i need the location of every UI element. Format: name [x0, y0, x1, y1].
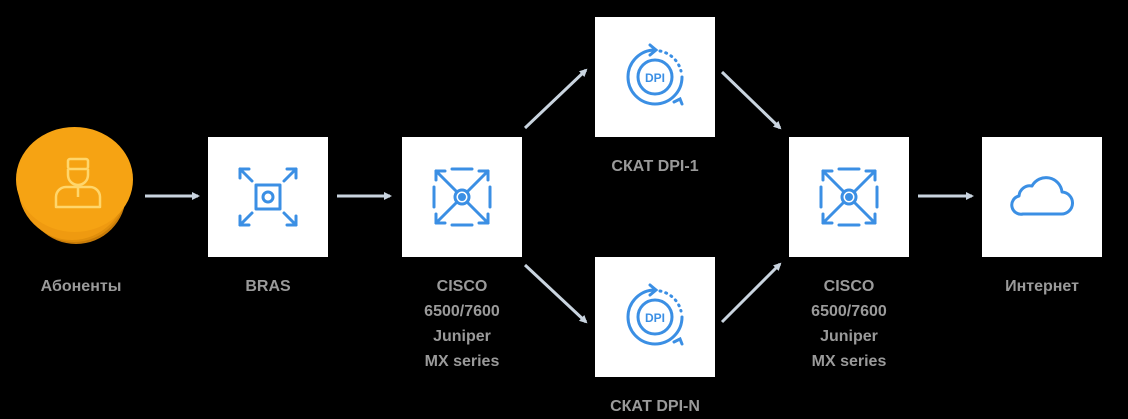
internet-label: Интернет — [1005, 278, 1079, 295]
internet-node — [982, 137, 1102, 257]
dpi-1-node: DPI — [595, 17, 715, 137]
router-icon — [819, 167, 879, 227]
bras-node — [208, 137, 328, 257]
cisco-out-line-4: MX series — [811, 353, 887, 370]
arrow-cisco-dpin — [523, 263, 588, 324]
cloud-icon — [1010, 176, 1074, 216]
dpi-icon: DPI — [626, 283, 684, 346]
cisco-in-label: CISCO 6500/7600 Juniper MX series — [402, 274, 522, 374]
arrow-cisco-dpi1 — [523, 68, 588, 130]
subscriber-coin — [16, 127, 133, 232]
dpi-1-label: СКАТ DPI-1 — [611, 158, 699, 175]
cisco-in-line-2: 6500/7600 — [424, 303, 500, 320]
cisco-out-line-3: Juniper — [820, 328, 878, 345]
user-icon — [54, 157, 102, 209]
dpi-n-badge: DPI — [645, 311, 665, 325]
router-icon — [432, 167, 492, 227]
cisco-in-line-4: MX series — [424, 353, 500, 370]
cisco-in-line-1: CISCO — [436, 278, 488, 295]
cisco-out-line-2: 6500/7600 — [811, 303, 887, 320]
arrow-dpin-cisco — [720, 262, 782, 324]
cisco-out-node — [789, 137, 909, 257]
dpi-1-badge: DPI — [645, 71, 665, 85]
dpi-n-node: DPI — [595, 257, 715, 377]
subscribers-label: Абоненты — [40, 278, 122, 295]
cisco-out-line-1: CISCO — [823, 278, 875, 295]
bras-icon — [238, 167, 298, 227]
arrow-dpi1-cisco — [720, 70, 782, 130]
dpi-n-label: СКАТ DPI-N — [610, 398, 700, 415]
dpi-icon: DPI — [626, 43, 684, 106]
cisco-out-label: CISCO 6500/7600 Juniper MX series — [789, 274, 909, 374]
cisco-in-node — [402, 137, 522, 257]
bras-label: BRAS — [245, 278, 291, 295]
cisco-in-line-3: Juniper — [433, 328, 491, 345]
